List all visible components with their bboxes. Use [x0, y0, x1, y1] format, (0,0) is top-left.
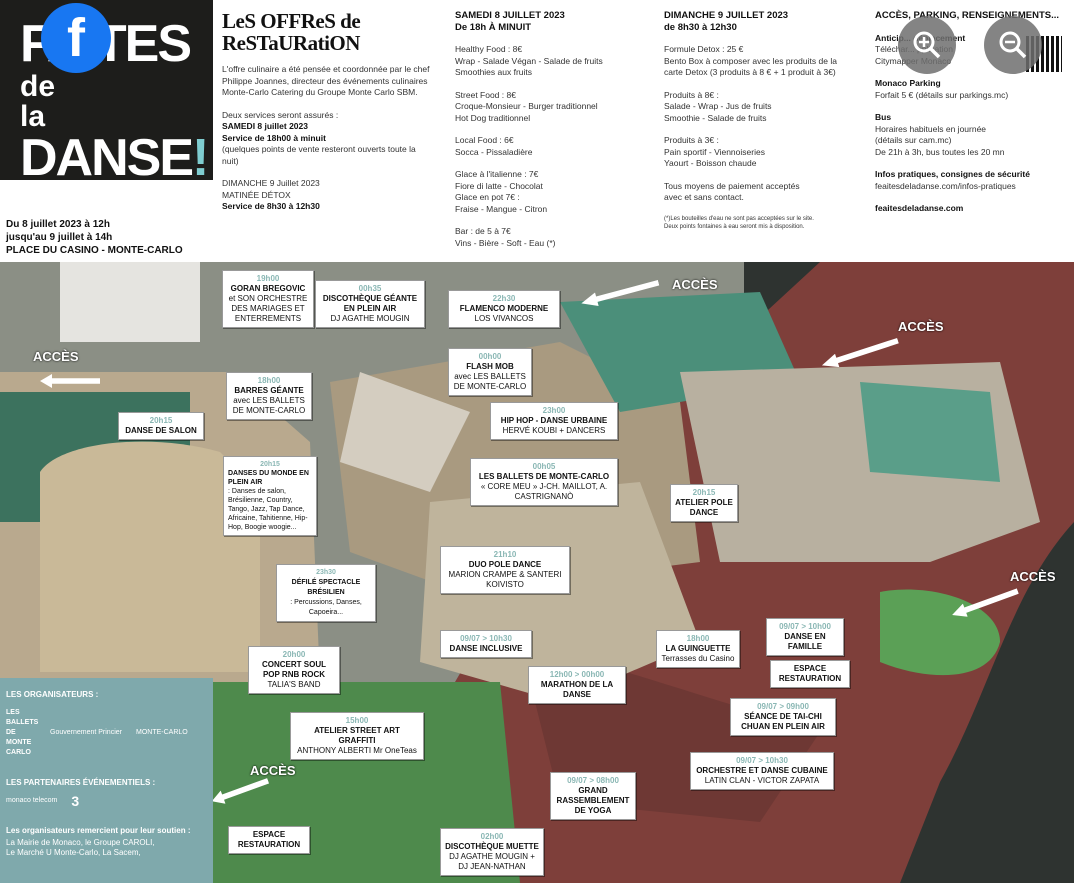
ballets-logo: LES BALLETS DE MONTE CARLO — [6, 709, 39, 756]
event-dates: Du 8 juillet 2023 à 12h jusqu'au 9 juill… — [6, 219, 183, 256]
resto-intro: L'offre culinaire a été pensée et coordo… — [222, 64, 430, 97]
logo-danse: DANSE — [20, 129, 194, 187]
zoom-in-button[interactable] — [898, 16, 956, 74]
event-label[interactable]: ESPACE RESTAURATION — [228, 826, 310, 854]
event-label[interactable]: ESPACE RESTAURATION — [770, 660, 850, 688]
monaco-telecom-logo: monaco telecom — [6, 797, 58, 804]
zoom-out-icon — [999, 31, 1027, 59]
saturday-menu: SAMEDI 8 JUILLET 2023 De 18h À MINUIT He… — [455, 10, 603, 248]
access-label: ACCÈS — [33, 349, 79, 364]
access-label: ACCÈS — [672, 277, 718, 292]
gouvernement-logo: Gouvernement Princier — [50, 729, 122, 736]
access-label: ACCÈS — [250, 763, 296, 778]
map-drawing — [0, 262, 1074, 883]
sunday-menu: DIMANCHE 9 JUILLET 2023 de 8h30 à 12h30 … — [664, 10, 837, 230]
access-label: ACCÈS — [1010, 569, 1056, 584]
sponsors-panel: LES ORGANISATEURS : LES BALLETS DE MONTE… — [0, 678, 213, 883]
access-label: ACCÈS — [898, 319, 944, 334]
monte-carlo-logo: MONTE-CARLO — [135, 729, 188, 736]
logo-excl: ! — [192, 129, 209, 187]
zoom-in-icon — [913, 31, 941, 59]
radio-logo: 3 — [71, 793, 80, 809]
facebook-icon[interactable]: f — [41, 3, 111, 73]
zoom-out-button[interactable] — [984, 16, 1042, 74]
